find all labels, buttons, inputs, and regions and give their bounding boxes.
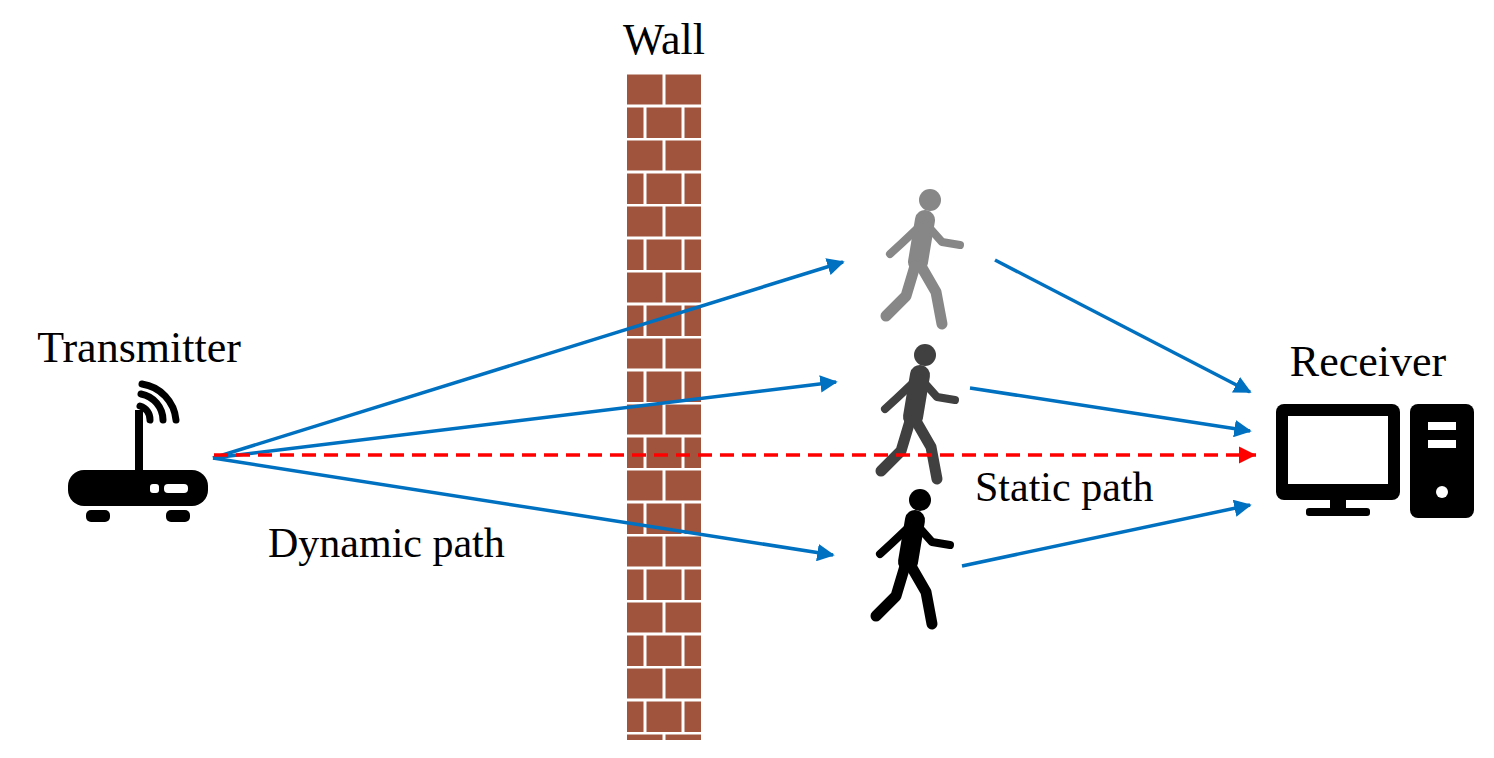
computer-icon [1276, 404, 1474, 518]
person-figure [881, 344, 955, 479]
router-icon [68, 384, 208, 522]
dynamic-path-arrows [213, 260, 1250, 566]
node-label: Receiver [1290, 338, 1446, 386]
person-figure [886, 189, 960, 324]
static-path-arrow [214, 453, 1256, 457]
node-label: Transmitter [37, 324, 241, 372]
transmitter-node: Transmitter [66, 384, 212, 526]
path-label: Dynamic path [268, 520, 505, 566]
path-label: Static path [975, 464, 1153, 510]
wall-node: Wall [627, 72, 701, 740]
person-figure [876, 489, 950, 624]
receiver-node: Receiver [1258, 400, 1478, 520]
node-label: Wall [623, 16, 705, 64]
